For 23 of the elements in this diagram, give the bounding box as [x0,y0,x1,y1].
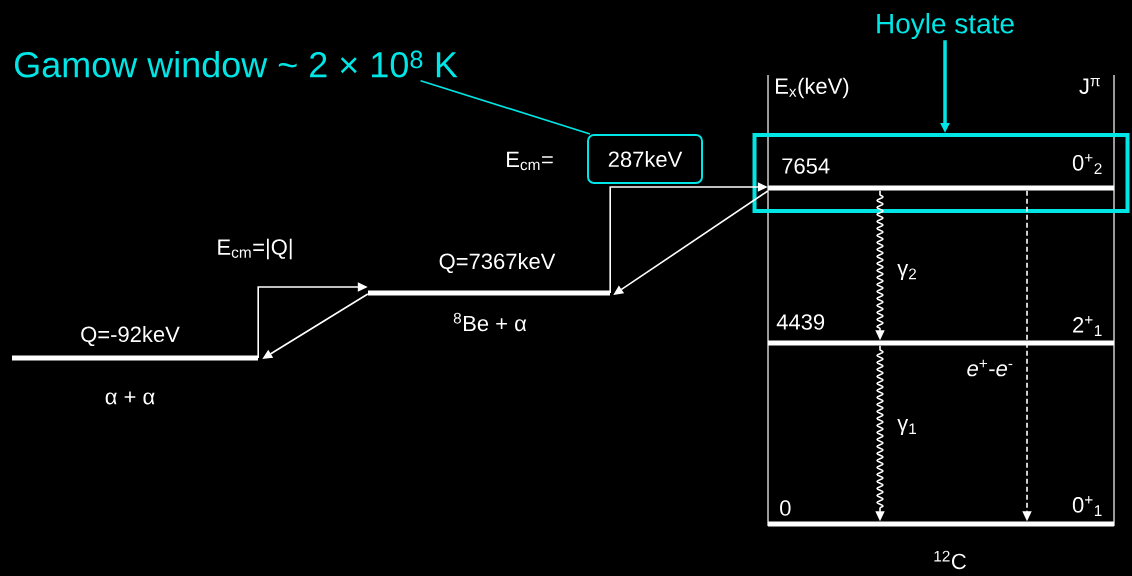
value-box: 287keV [587,134,703,184]
level-label: 0 [780,500,791,516]
text-label: E$_{x}$(keV) [776,77,849,99]
highlight-box [752,133,1130,213]
edge-label: γ$_{2}$ [897,263,916,281]
level-label: $^{8}$Be + α [453,312,527,332]
edge-label: e$^{+}$-e$^{-}$ [967,359,1013,377]
text-label: J$^{π}$ [1079,78,1100,94]
heading: Gamow window ~ 2 × 10$^{8}$ K [15,50,458,78]
text-label: E$_{cm}$= [507,151,553,171]
edge-label: E$_{cm}$=|Q| [218,238,292,260]
level-label: Q=7367keV [439,252,556,274]
level-label: α + α [105,391,155,405]
level-label: 2$^{+}$1 [1073,316,1102,336]
connector-line [419,79,591,135]
level-label: 0$^{+}$1 [1072,496,1102,516]
text-label: $^{12}$C [934,550,966,570]
level-label: 0$^{+}$2 [1072,154,1102,174]
level-label: 4439 [776,314,825,330]
level-label: 7654 [782,158,830,174]
edge-label: γ$_{1}$ [897,418,916,436]
heading: Hoyle state [877,12,1014,40]
level-label: Q=-92keV [81,325,180,347]
